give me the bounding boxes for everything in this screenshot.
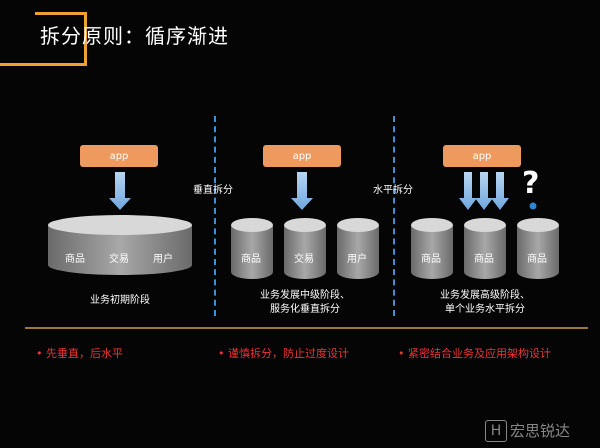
arrow-stage-3b — [475, 172, 493, 210]
stage-2-caption: 业务发展中级阶段、 服务化垂直拆分 — [225, 289, 385, 317]
vertical-split-label: 垂直拆分 — [193, 185, 233, 196]
arrow-stage-3c — [491, 172, 509, 210]
watermark-logo-icon: H — [485, 420, 507, 442]
cylinder-label: 商品 — [421, 254, 441, 265]
cylinder-stage-3-b — [464, 218, 506, 279]
app-box-stage-1: app — [80, 145, 158, 167]
cylinder-label: 交易 — [294, 254, 314, 265]
section-separator — [25, 327, 588, 329]
caption-line: 单个业务水平拆分 — [445, 304, 525, 315]
cylinder-label: 用户 — [347, 254, 367, 265]
note-2: • 谨慎拆分，防止过度设计 — [218, 347, 349, 360]
caption-line: 业务初期阶段 — [90, 295, 150, 306]
arrow-stage-1 — [109, 172, 131, 210]
note-3: • 紧密结合业务及应用架构设计 — [398, 347, 551, 360]
cylinder-label: 交易 — [109, 254, 129, 265]
note-1: • 先垂直，后水平 — [36, 347, 123, 360]
question-mark-icon: ? — [522, 166, 540, 201]
title-corner-top — [35, 12, 87, 15]
watermark-text: 宏思锐达 — [510, 422, 571, 440]
page-title: 拆分原则：循序渐进 — [40, 24, 229, 48]
stage-divider-1 — [214, 116, 216, 316]
cylinder-stage-3-a — [411, 218, 453, 279]
cylinder-stage-2-a — [231, 218, 273, 279]
cylinder-label: 商品 — [527, 254, 547, 265]
cylinder-stage-2-b — [284, 218, 326, 279]
cylinder-label: 商品 — [65, 254, 85, 265]
cylinder-stage-1 — [48, 215, 192, 275]
stage-divider-2 — [393, 116, 395, 316]
horizontal-split-label: 水平拆分 — [373, 185, 413, 196]
caption-line: 业务发展高级阶段、 — [440, 290, 530, 301]
title-corner-bottom — [0, 63, 87, 66]
caption-line: 服务化垂直拆分 — [270, 304, 340, 315]
app-box-stage-3: app — [443, 145, 521, 167]
question-dot — [529, 202, 537, 210]
cylinder-stage-3-c — [517, 218, 559, 279]
stage-1-caption: 业务初期阶段 — [40, 294, 200, 308]
cylinder-stage-2-c — [337, 218, 379, 279]
stage-3-caption: 业务发展高级阶段、 单个业务水平拆分 — [405, 289, 565, 317]
app-box-stage-2: app — [263, 145, 341, 167]
cylinder-label: 用户 — [153, 254, 173, 265]
cylinder-label: 商品 — [241, 254, 261, 265]
caption-line: 业务发展中级阶段、 — [260, 290, 350, 301]
title-corner-right — [84, 12, 87, 66]
arrow-stage-2 — [291, 172, 313, 210]
arrow-stage-3a — [459, 172, 477, 210]
cylinder-label: 商品 — [474, 254, 494, 265]
